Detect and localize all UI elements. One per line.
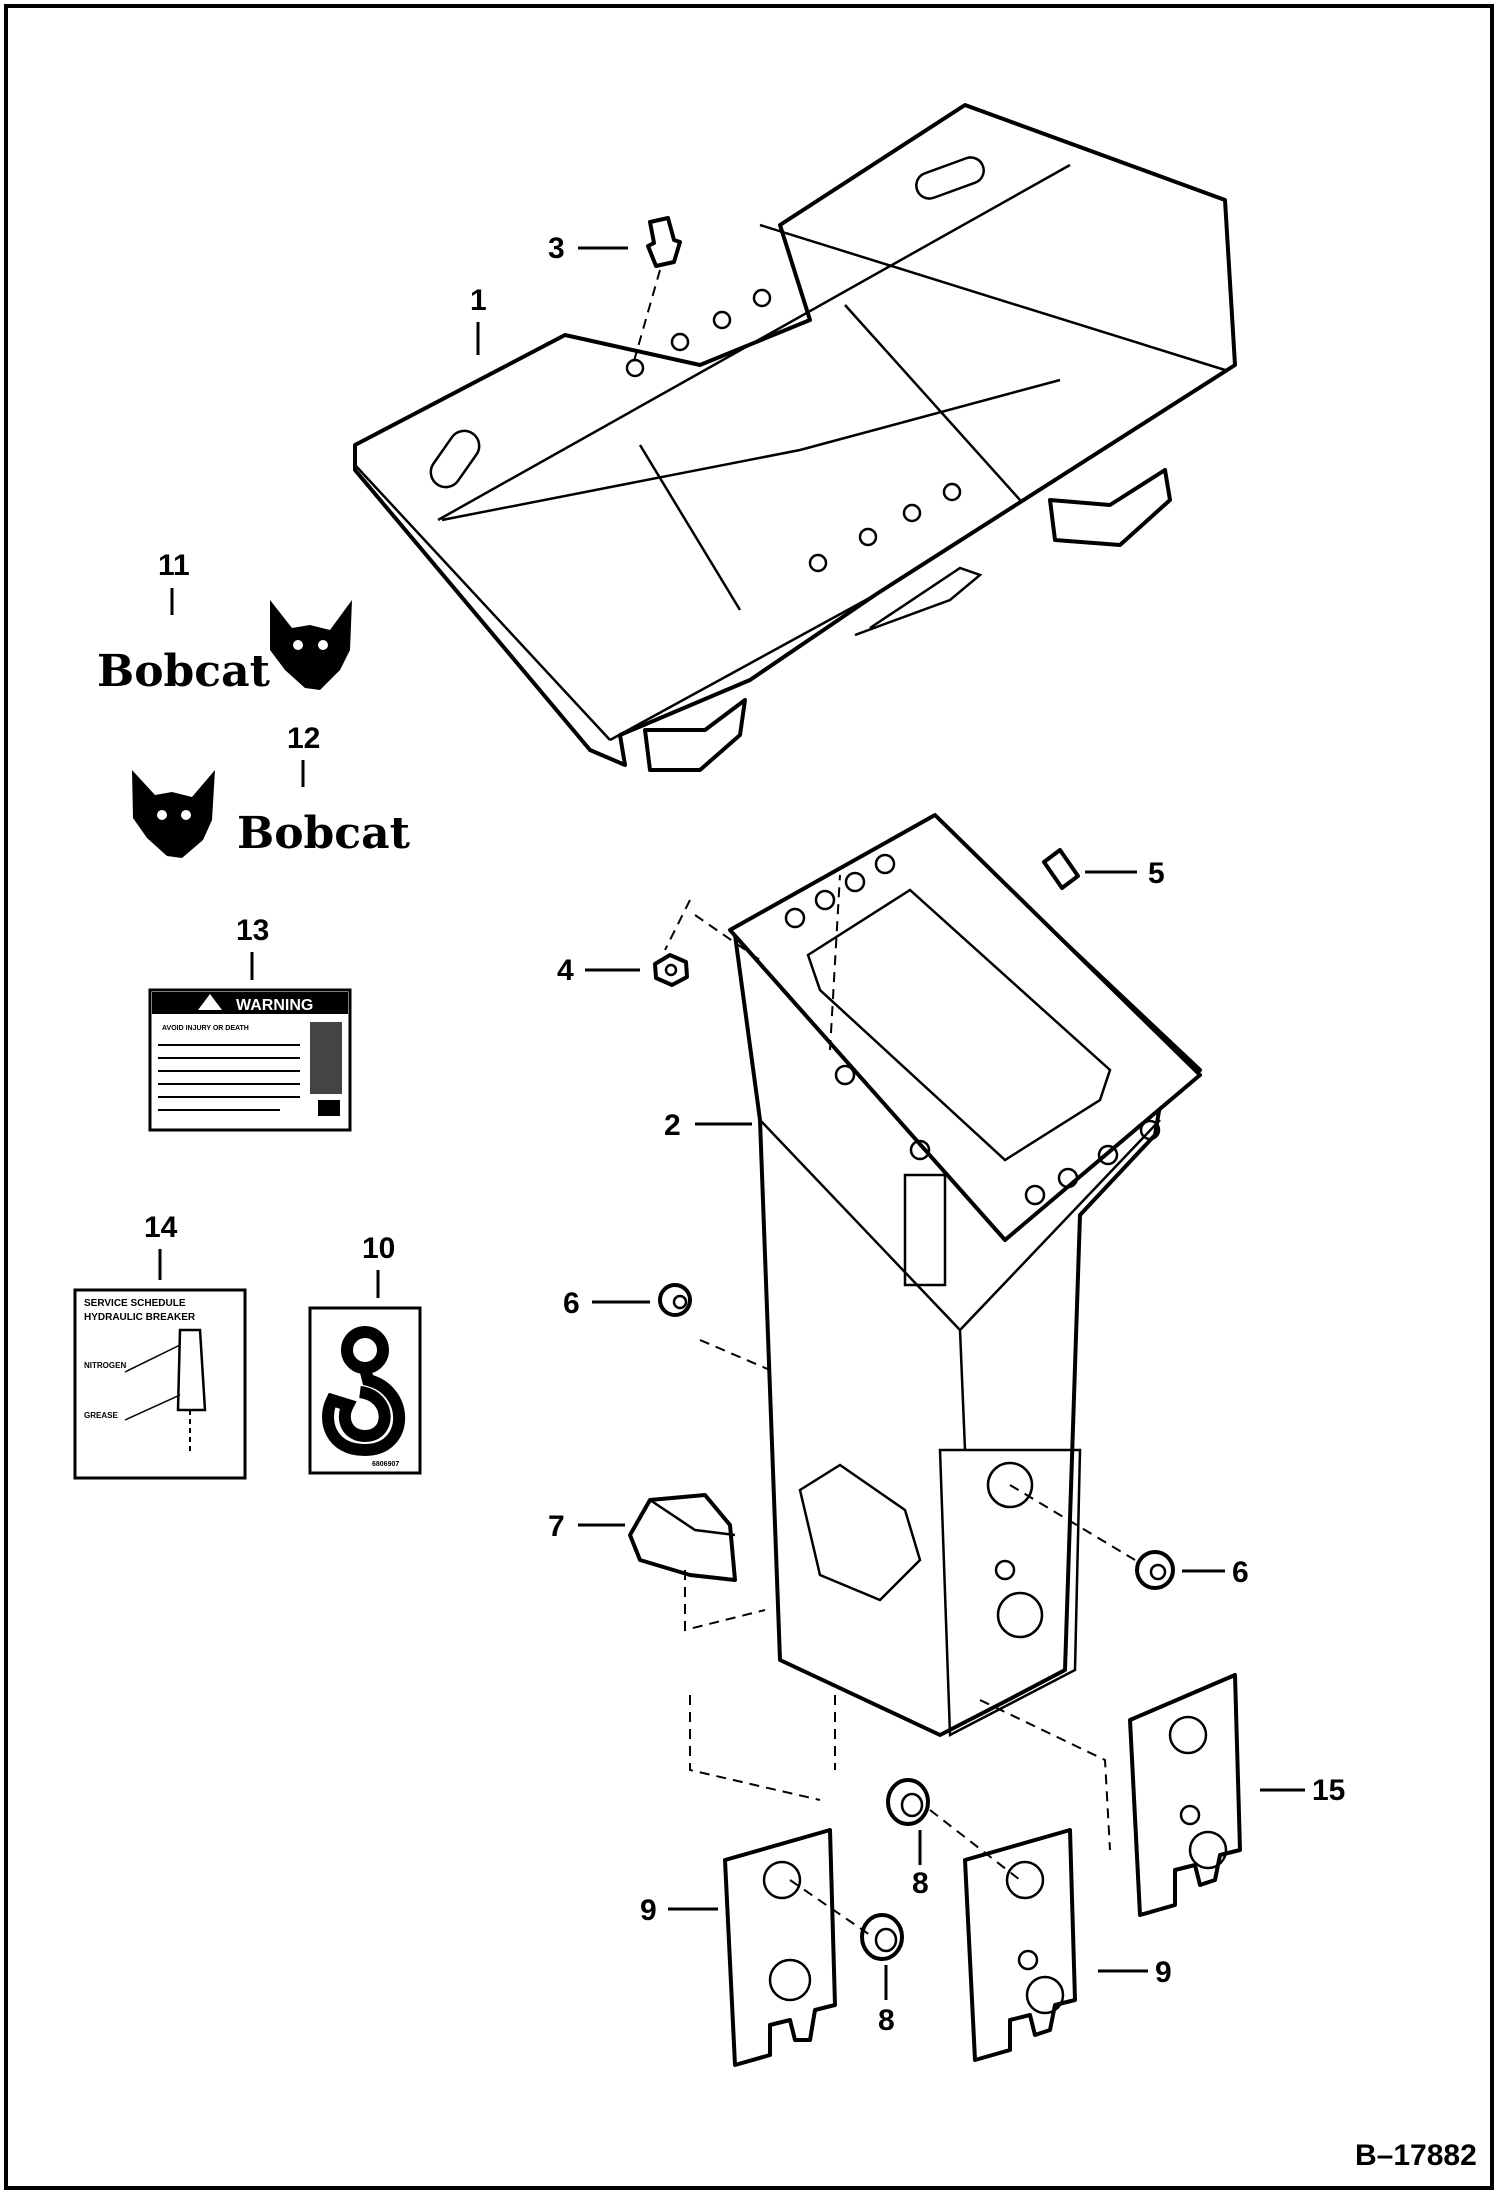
callouts: 1 3 5 4 2 6 7 6 15 8 9 8 9 11 12 13 14 bbox=[144, 232, 1345, 2037]
brand-logo-text-12: Bobcat bbox=[237, 808, 411, 859]
warning-title: WARNING bbox=[236, 997, 313, 1014]
callout-8-lower: 8 bbox=[878, 2004, 895, 2037]
callout-9-right: 9 bbox=[1155, 1956, 1172, 1989]
part-1-tray bbox=[353, 103, 1237, 772]
callout-9-left: 9 bbox=[640, 1894, 657, 1927]
callout-10: 10 bbox=[362, 1232, 395, 1265]
callout-3: 3 bbox=[548, 232, 565, 265]
callout-1: 1 bbox=[470, 284, 487, 317]
callout-8-upper: 8 bbox=[912, 1867, 929, 1900]
decal-10-lifting-hook: 6806907 bbox=[308, 1306, 422, 1475]
decal-13-warning-label: WARNING AVOID INJURY OR DEATH bbox=[148, 988, 352, 1132]
callout-5: 5 bbox=[1148, 857, 1165, 890]
lifting-hook-icon bbox=[322, 1326, 406, 1457]
callout-7: 7 bbox=[548, 1510, 565, 1543]
service-title-line1: SERVICE SCHEDULE bbox=[84, 1298, 186, 1309]
hook-decal-code: 6806907 bbox=[372, 1461, 399, 1468]
callout-4: 4 bbox=[557, 954, 574, 987]
manual-book-icon bbox=[318, 1100, 340, 1116]
warning-subtitle: AVOID INJURY OR DEATH bbox=[162, 1025, 249, 1032]
part-8-bushing-lower bbox=[860, 1913, 904, 1961]
callout-12: 12 bbox=[287, 722, 320, 755]
decal-14-service-schedule: SERVICE SCHEDULE HYDRAULIC BREAKER NITRO… bbox=[73, 1288, 247, 1480]
service-nitrogen: NITROGEN bbox=[84, 1361, 126, 1370]
exploded-dash-lines bbox=[689, 1695, 1111, 1936]
figure-id: B–17882 bbox=[1355, 2139, 1477, 2172]
part-2-frame bbox=[694, 813, 1202, 1738]
decal-12: Bobcat bbox=[132, 770, 411, 859]
callout-6-upper: 6 bbox=[563, 1287, 580, 1320]
brand-logo-text-11: Bobcat bbox=[97, 646, 271, 697]
callout-11: 11 bbox=[158, 549, 190, 582]
part-3-bolt bbox=[631, 216, 682, 369]
service-grease: GREASE bbox=[84, 1411, 118, 1420]
bobcat-head-logo-icon bbox=[132, 770, 215, 858]
part-7-block bbox=[628, 1493, 766, 1632]
callout-15: 15 bbox=[1312, 1774, 1345, 1807]
callout-2: 2 bbox=[664, 1109, 681, 1142]
part-9-plate-right bbox=[963, 1828, 1077, 2062]
warning-triangle-icon bbox=[198, 994, 222, 1010]
callout-13: 13 bbox=[236, 914, 269, 947]
part-15-plate bbox=[1128, 1673, 1242, 1917]
figure-border bbox=[4, 4, 1494, 2190]
part-5-pin bbox=[1042, 848, 1080, 890]
part-8-bushing-upper bbox=[886, 1778, 930, 1826]
callout-14: 14 bbox=[144, 1211, 178, 1244]
service-title-line2: HYDRAULIC BREAKER bbox=[84, 1312, 196, 1323]
part-6-washer-upper bbox=[658, 1283, 692, 1317]
bobcat-head-logo-icon bbox=[270, 600, 352, 690]
part-9-plate-left bbox=[723, 1828, 837, 2067]
part-6-washer-lower bbox=[1009, 1484, 1175, 1590]
decal-11: Bobcat bbox=[97, 600, 352, 697]
part-4-nut bbox=[653, 899, 691, 987]
callout-6-lower: 6 bbox=[1232, 1556, 1249, 1589]
